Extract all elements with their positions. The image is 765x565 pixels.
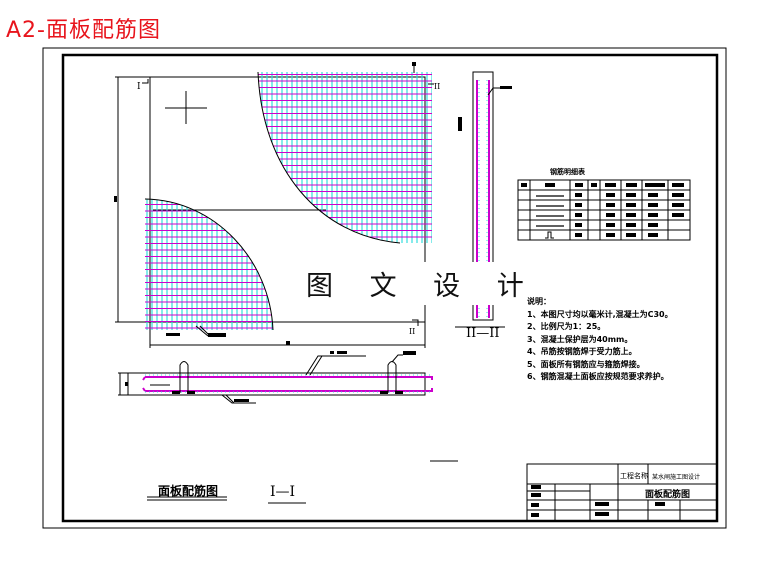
- section-i-view: [118, 351, 458, 504]
- note-item: 1、本图尺寸均以毫米计,混凝土为C30。: [527, 309, 673, 319]
- section-mark-i: I: [137, 82, 141, 92]
- notes-heading: 说明：: [527, 297, 551, 306]
- title-block-project-label: 工程名称: [620, 472, 648, 480]
- inner-border: [61, 53, 719, 523]
- section-ii-label: II—II: [466, 326, 500, 341]
- title-block-drawing-name: 面板配筋图: [645, 490, 691, 500]
- watermark: 图 文 设 计: [300, 262, 544, 305]
- outer-border: [42, 47, 727, 529]
- note-item: 4、吊筋按钢筋焊于受力筋上。: [527, 347, 637, 356]
- sheet-title: A2-面板配筋图: [6, 18, 161, 43]
- plan-drawing-name: 面板配筋图: [158, 484, 219, 498]
- note-item: 3、混凝土保护层为40mm。: [527, 334, 633, 344]
- plan-view: [114, 62, 434, 348]
- section-mark-ii-top: II: [434, 82, 440, 91]
- section-i-label: I—I: [270, 484, 296, 500]
- section-mark-ii-bottom: II: [409, 327, 415, 336]
- title-block: [526, 463, 718, 522]
- note-item: 6、钢筋混凝土面板应按规范要求养护。: [527, 372, 669, 381]
- rebar-table: [517, 179, 691, 241]
- note-item: 5、面板所有钢筋应与箍筋焊接。: [527, 359, 645, 369]
- note-item: 2、比例尺为1：25。: [527, 322, 606, 331]
- rebar-table-title: 钢筋明细表: [550, 167, 585, 176]
- title-block-project-name: 某水闸施工图设计: [652, 474, 701, 481]
- rebar-table-cells: [521, 183, 684, 237]
- notes: 说明： 1、本图尺寸均以毫米计,混凝土为C30。 2、比例尺为1：25。 3、混…: [527, 296, 673, 384]
